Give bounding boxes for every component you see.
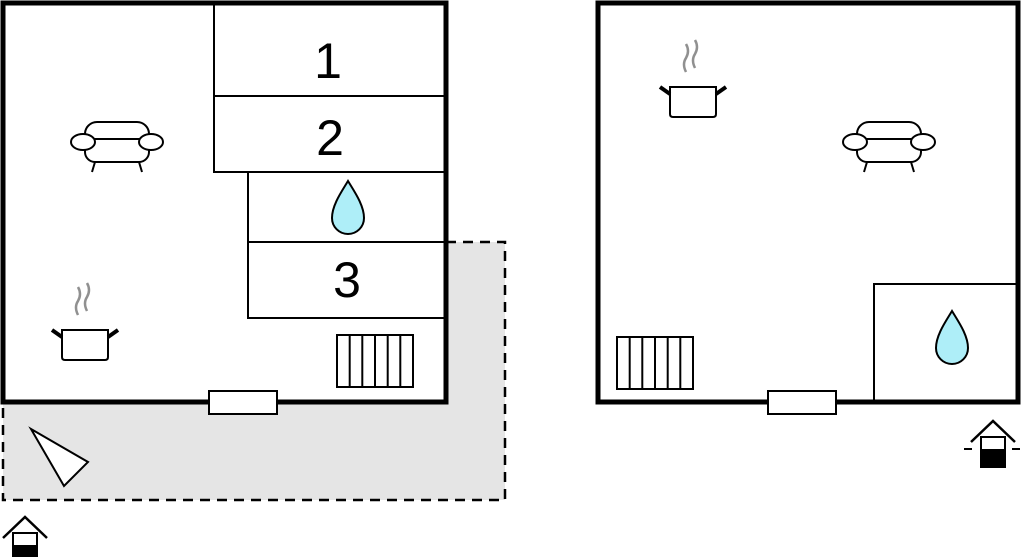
bathroom [873,283,1018,402]
right-building [595,0,1021,469]
radiator-icon [336,334,414,388]
room-2-label: 2 [316,110,344,166]
room-1-label: 1 [314,33,342,89]
door-icon [767,390,837,415]
radiator-icon [616,336,694,390]
door-icon [208,390,278,415]
room-3-label: 3 [333,252,361,308]
compass-triangle-icon [28,426,90,488]
room-3 [247,241,447,319]
entrance-icon [1,515,49,557]
left-building: 1 2 3 [0,0,507,557]
entrance-icon [964,419,1020,469]
